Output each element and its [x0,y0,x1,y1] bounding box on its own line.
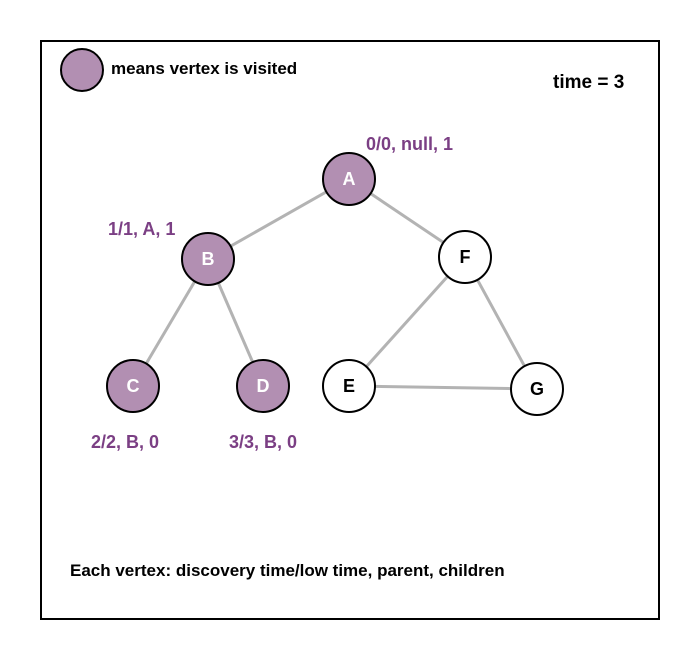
vertex-B-label: B [202,249,215,269]
vertex-E-circle [322,359,376,413]
vertex-D-circle [236,359,290,413]
graph-edges [144,190,526,391]
vertex-A-label: A [343,169,356,189]
vertex-B-annotation: 1/1, A, 1 [108,219,175,239]
vertex-C: C [106,359,160,413]
edge-E-G [374,384,512,391]
edge-F-G [476,279,526,367]
edge-B-D [216,282,255,363]
vertex-G-label: G [530,379,544,399]
edge-B-C [144,280,197,365]
legend-visited-swatch [60,48,104,92]
vertex-B-circle [181,232,235,286]
vertex-E-label: E [343,376,355,396]
vertex-C-annotation: 2/2, B, 0 [91,432,159,452]
vertex-C-label: C [127,376,140,396]
vertex-F-circle [438,230,492,284]
vertex-A-annotation: 0/0, null, 1 [366,134,453,154]
legend-text: means vertex is visited [111,59,297,78]
vertex-G-circle [510,362,564,416]
vertex-F: F [438,230,492,284]
vertex-F-label: F [460,247,471,267]
vertex-C-circle [106,359,160,413]
graph-nodes: A B C D E F G [106,152,564,416]
time-counter: time = 3 [553,72,624,93]
vertex-E: E [322,359,376,413]
diagram-frame [40,40,660,620]
vertex-D-annotation: 3/3, B, 0 [229,432,297,452]
vertex-A: A [322,152,376,206]
footer-note: Each vertex: discovery time/low time, pa… [70,561,505,580]
vertex-D-label: D [257,376,270,396]
vertex-annotations: 0/0, null, 1 1/1, A, 1 2/2, B, 0 3/3, B, 0 [91,134,453,452]
edge-F-E [365,275,449,368]
vertex-D: D [236,359,290,413]
edge-A-B [229,190,328,248]
vertex-B: B [181,232,235,286]
edge-A-F [369,192,445,244]
vertex-G: G [510,362,564,416]
vertex-A-circle [322,152,376,206]
